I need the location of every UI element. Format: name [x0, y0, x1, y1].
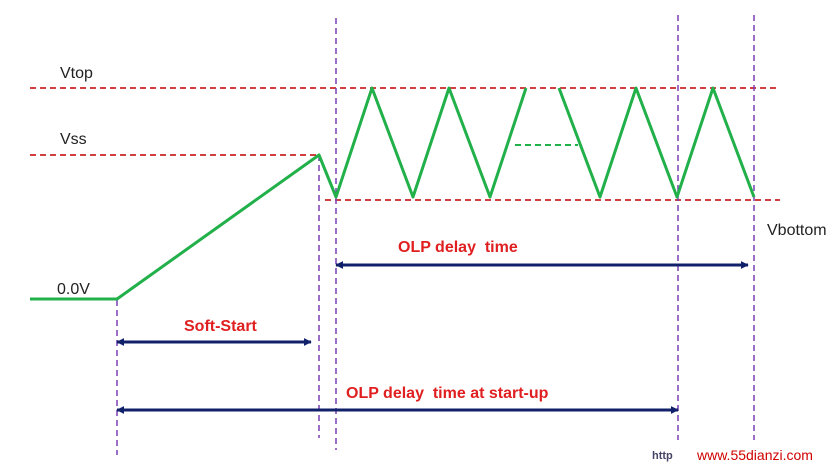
watermark-prefix: http	[652, 450, 673, 462]
vbottom-label: Vbottom	[767, 222, 827, 239]
olp-delay-label: OLP delay time	[398, 239, 518, 256]
watermark-url: www.55dianzi.com	[696, 447, 813, 463]
vss-label: Vss	[60, 131, 87, 148]
vtop-label: Vtop	[60, 65, 93, 82]
olp-startup-label: OLP delay time at start-up	[346, 385, 549, 402]
zero-volt-label: 0.0V	[57, 281, 90, 298]
waveform-initial-segment	[30, 86, 528, 301]
soft-start-label: Soft-Start	[184, 318, 258, 335]
waveform-final-segment	[557, 86, 756, 199]
